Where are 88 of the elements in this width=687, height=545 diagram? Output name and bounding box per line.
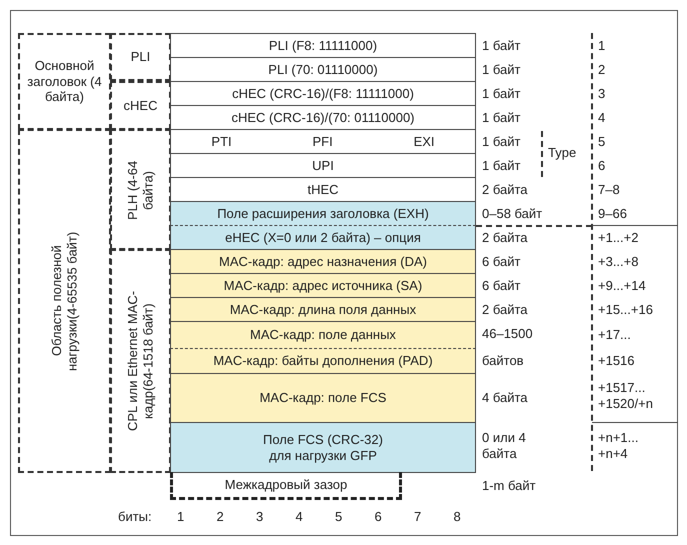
- offset-text: +15...+16: [598, 302, 653, 318]
- field-label: MAC-кадр: байты дополнения (PAD): [213, 353, 433, 369]
- field-row: [170, 422, 476, 473]
- offset-text: 2: [598, 62, 606, 78]
- field-label: Поле расширения заголовка (EXH): [217, 206, 429, 222]
- bit-number: 6: [374, 509, 382, 525]
- size-text: 4 байта: [482, 390, 529, 406]
- field-row: [170, 81, 476, 106]
- field-row: [170, 105, 476, 130]
- size-text: 1 байт: [482, 110, 522, 126]
- offset-text: 7–8: [598, 182, 620, 198]
- size-text: 1-m байт: [482, 478, 536, 494]
- group-label: cHEC: [124, 98, 158, 114]
- size-text: 1 байт: [482, 158, 522, 174]
- field-label: PFI: [312, 134, 333, 150]
- field-row: [170, 201, 476, 226]
- field-label: MAC-кадр: адрес источника (SA): [224, 278, 422, 294]
- offset-text: +1516: [598, 353, 635, 369]
- size-text: 46–1500: [482, 326, 534, 342]
- axis-label: биты:: [118, 509, 152, 525]
- field-group: [18, 129, 111, 473]
- field-group: [110, 81, 171, 130]
- field-group: [110, 33, 171, 81]
- group-label: Основной заголовок (4 байта): [26, 58, 103, 105]
- field-label: cHEC (CRC-16)/(F8: 11111000): [232, 86, 414, 102]
- size-text: 6 байт: [482, 278, 522, 294]
- field-label: MAC-кадр: поле данных: [250, 327, 396, 343]
- bit-number: 1: [177, 509, 184, 525]
- field-label: MAC-кадр: длина поля данных: [230, 302, 416, 318]
- bit-number: 5: [335, 509, 342, 525]
- group-label: CPL или Ethernet MAC-кадр(64-1518 байт): [124, 290, 156, 434]
- bit-number: 3: [256, 509, 264, 525]
- field-row: [170, 129, 476, 154]
- field-row: [170, 249, 476, 274]
- field-label: eHEC (X=0 или 2 байта) – опция: [225, 230, 421, 246]
- field-row: [170, 225, 476, 250]
- field-row: [170, 153, 476, 178]
- bit-number: 4: [296, 509, 303, 525]
- offset-text: +17...: [598, 327, 631, 343]
- offset-text: 9–66: [598, 206, 627, 222]
- offset-text: +n+1... +n+4: [598, 430, 640, 462]
- type-label: Type: [548, 145, 576, 161]
- offset-text: 5: [598, 134, 606, 150]
- size-text: 2 байта: [482, 230, 529, 246]
- offset-text: +3...+8: [598, 254, 638, 270]
- field-row: [170, 57, 476, 82]
- field-group: [18, 33, 111, 130]
- field-label: PLI (F8: 11111000): [268, 38, 378, 54]
- size-text: 2 байта: [482, 182, 529, 198]
- offset-text: +1...+2: [598, 230, 638, 246]
- size-text: 1 байт: [482, 62, 522, 78]
- size-text: 1 байт: [482, 86, 522, 102]
- bit-number: 2: [216, 509, 224, 525]
- bit-number: 8: [454, 509, 461, 525]
- interframe-gap-box: [170, 472, 402, 500]
- size-text: 1 байт: [482, 38, 522, 54]
- field-label: UPI: [312, 158, 334, 174]
- offset-text: 6: [598, 158, 606, 174]
- offset-text: 4: [598, 110, 606, 126]
- group-label: Область полезной нагрузки(4-65535 байт): [48, 230, 80, 373]
- group-label: PLI: [130, 49, 150, 65]
- size-text: 0–58 байт: [482, 206, 544, 222]
- field-label: PLI (70: 01110000): [268, 62, 378, 78]
- offset-text: 3: [598, 86, 606, 102]
- bit-number: 7: [414, 509, 422, 525]
- size-text: 0 или 4 байта: [482, 430, 527, 462]
- size-text: байтов: [482, 353, 525, 369]
- field-label: Межкадровый зазор: [224, 476, 348, 492]
- offset-text: 1: [598, 38, 606, 54]
- field-row: [170, 273, 476, 298]
- field-label: cHEC (CRC-16)/(70: 01110000): [231, 110, 415, 126]
- field-label: MAC-кадр: поле FCS: [260, 390, 386, 406]
- field-label: PTI: [211, 134, 232, 150]
- offset-text: +1517... +1520/+n: [598, 380, 654, 412]
- size-text: 2 байта: [482, 302, 529, 318]
- field-row: [170, 373, 476, 423]
- field-label: EXI: [414, 134, 435, 150]
- size-text: 1 байт: [482, 134, 522, 150]
- field-row: [170, 297, 476, 322]
- size-text: 6 байт: [482, 254, 522, 270]
- field-label: tHEC: [307, 182, 339, 198]
- field-row: [170, 321, 476, 349]
- group-label: PLH (4-64 байта): [124, 158, 156, 222]
- field-row: [170, 33, 476, 58]
- field-row: [170, 348, 476, 374]
- offset-text: +9...+14: [598, 278, 646, 294]
- field-label: MAC-кадр: адрес назначения (DA): [218, 254, 427, 270]
- field-label: Поле FCS (CRC-32) для нагрузки GFP: [262, 432, 384, 464]
